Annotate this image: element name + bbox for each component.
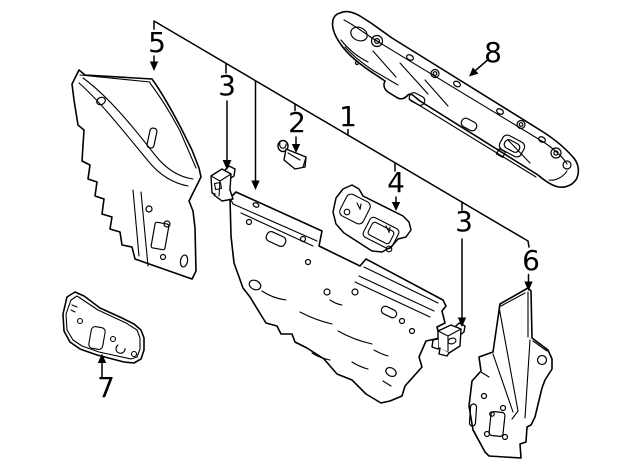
arrow-down-icon-5 <box>149 61 159 71</box>
callout-label-6[interactable]: 6 <box>522 244 540 277</box>
part-3-clip-right <box>431 322 466 357</box>
arrow-heads <box>97 61 533 363</box>
arrow-8-shaft <box>475 59 488 71</box>
arrow-down-left-icon-8 <box>469 67 479 77</box>
part-5-pillar-panel <box>71 69 202 280</box>
arrow-down-icon-4 <box>391 202 401 211</box>
arrow-up-icon-7 <box>97 353 107 363</box>
part-2-clip <box>277 139 307 170</box>
part-4-bracket <box>332 184 412 253</box>
callout-label-4[interactable]: 4 <box>387 166 405 199</box>
arrow-down-icon-2 <box>291 144 301 153</box>
callout-label-8[interactable]: 8 <box>484 36 502 69</box>
part-6-holes <box>468 354 548 441</box>
callout-label-1[interactable]: 1 <box>339 100 357 133</box>
part-8-inner-lines <box>340 19 568 181</box>
callout-label-3-left[interactable]: 3 <box>218 69 236 102</box>
part-7-details <box>65 295 141 360</box>
arrow-down-icon-6 <box>524 281 533 291</box>
arrow-down-icon-3-left <box>222 160 232 170</box>
part-1-holes <box>245 202 416 378</box>
callout-label-3-right[interactable]: 3 <box>455 205 473 238</box>
part-6-inner-lines <box>473 291 548 451</box>
part-5-holes <box>96 96 189 268</box>
part-5-inner-lines <box>78 74 197 267</box>
part-6-side-panel <box>468 287 553 459</box>
part-1-back-panel <box>229 191 447 404</box>
part-2-details <box>279 142 307 168</box>
callout-label-5[interactable]: 5 <box>148 26 166 59</box>
part-4-details <box>339 193 400 253</box>
part-8-upper-panel <box>331 10 580 188</box>
callout-label-7[interactable]: 7 <box>97 371 115 404</box>
callout-label-2[interactable]: 2 <box>288 106 306 139</box>
part-7-plate <box>62 291 145 364</box>
part-1-inner-lines <box>229 197 439 387</box>
arrow-down-icon-3-right <box>457 317 467 327</box>
main-leader-line <box>153 20 530 248</box>
leader-lines <box>101 20 530 378</box>
part-3-left-details <box>210 173 232 197</box>
arrow-down-icon-1 <box>251 180 260 190</box>
part-3-clip-left <box>210 165 236 202</box>
part-3-right-details <box>437 328 462 352</box>
part-8-holes <box>350 26 572 170</box>
